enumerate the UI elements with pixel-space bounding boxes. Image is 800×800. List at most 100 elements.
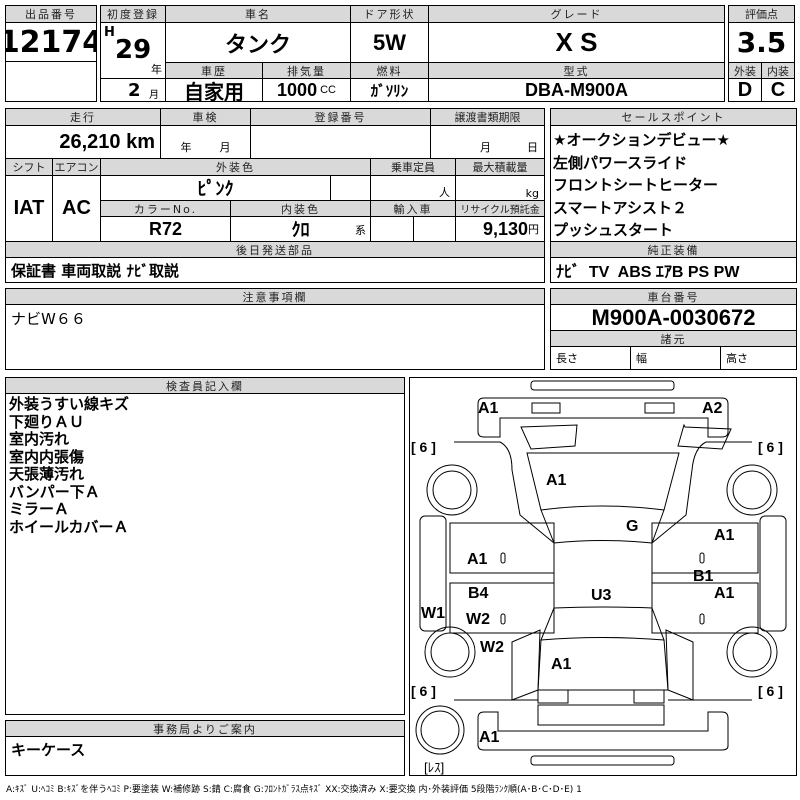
damage-diagram [409,377,797,776]
sales-point: プッシュスタート [553,221,674,239]
door-handles [500,552,705,625]
left-front-door [449,522,555,574]
grade: X S [428,22,725,63]
windshield [540,509,665,544]
door-type: 5W [350,22,429,63]
score: 3.5 [728,22,795,63]
fuel-label: 燃料 [350,62,429,79]
shift: IAT [5,175,53,242]
front-grille-left [531,402,561,414]
reg-no-label: 登録番号 [250,108,431,126]
damage-mark: A1 [714,585,735,602]
max-load-label: 最大積載量 [455,158,545,176]
sales-point: スマートアシスト２ [553,198,687,217]
int-color-unit: 系 [355,225,366,237]
rear-bar [530,755,675,766]
spec-height: 高さ [720,346,797,370]
era: H [104,25,115,40]
damage-mark: W2 [466,611,490,628]
damage-mark: W1 [421,605,445,622]
ext-color-label: 外装色 [100,158,371,176]
tailgate [537,639,669,691]
fuel: ｶﾞｿﾘﾝ [350,78,429,102]
ext-score-label: 外装 [728,62,762,79]
rear-window [540,607,665,641]
equipment: ﾅﾋﾞ TV ABS ｴｱB PS PW [550,257,797,283]
recycle-unit: 円 [528,224,539,236]
damage-mark: U3 [591,587,612,604]
history: 自家用 [165,78,263,102]
left-sill [419,515,447,632]
inspector-item: バンパー下Ａ [9,482,100,501]
left-rear-door [449,582,555,634]
score-label: 評価点 [728,5,795,23]
inspector-item: 室内汚れ [9,430,70,448]
damage-mark: A1 [551,656,572,673]
wheels [415,464,778,755]
int-score: C [761,78,795,102]
inspector-item: 下廻りＡＵ [9,412,85,431]
inspector-notes: 外装うすい線キズ 下廻りＡＵ 室内汚れ 室内内張傷 天張薄汚れ バンパー下Ａ ミ… [5,393,405,715]
year-unit: 年 [151,63,162,76]
later-parts: 保証書 車両取説 ﾅﾋﾞ取説 [5,257,545,283]
damage-mark: A1 [479,729,500,746]
displacement-value: 1000 [277,79,318,100]
rear-bumper [477,711,729,751]
tire-tread-rr: [ 6 ] [758,683,783,699]
sales-point: ★オークションデビュー★ [553,131,730,149]
front-grille-right [644,402,675,414]
inspection-month-unit: 月 [219,141,231,154]
transfer-label: 譲渡書類期限 [430,108,545,126]
sales-point: 左側パワースライド [553,153,688,172]
mileage: 26,210 km [5,125,161,159]
door-label: ドア形状 [350,5,429,23]
displacement-unit: CC [320,84,336,96]
year: 29 [115,35,152,65]
right-rear-door [651,582,759,634]
headlights [520,423,732,450]
transfer-deadline: 月日 [430,125,545,159]
front-bar [530,380,675,391]
roof [553,543,653,609]
sales-points-label: セールスポイント [550,108,797,126]
damage-mark: B4 [468,585,489,602]
front-fenders [454,441,752,544]
import-cell-1 [370,216,414,242]
right-front-door [651,522,759,574]
damage-mark: B1 [693,568,714,585]
rear-panel [537,704,665,726]
tire-tread-rl: [ 6 ] [411,683,436,699]
first-reg-month: 2 月 [100,78,166,102]
spare-tire: [ﾚｽ] [424,760,445,775]
right-sill [759,515,787,632]
damage-mark: A1 [478,400,499,417]
lot-blank [5,61,97,102]
inspector-item: ミラーＡ [9,500,70,518]
office-note: キーケース [5,736,405,776]
damage-mark: W2 [480,639,504,656]
int-color-value: ｸﾛ [291,220,310,240]
aircon: AC [52,175,101,242]
tire-tread-fr: [ 6 ] [758,439,783,455]
damage-mark: A1 [467,551,488,568]
tail-lamp-right [633,689,665,704]
month: 2 [128,80,141,101]
front-bumper [477,397,729,438]
inspector-item: 室内内張傷 [9,447,85,466]
spec-width: 幅 [630,346,721,370]
tire-tread-fl: [ 6 ] [411,439,436,455]
color-no: R72 [100,216,231,242]
inspector-item: 天張薄汚れ [9,465,85,483]
inspector-item: 外装うすい線キズ [9,395,130,413]
car-name: タンク [165,22,351,63]
sales-point: フロントシートヒーター [553,176,719,194]
int-color: ｸﾛ 系 [230,216,371,242]
capacity-label: 乗車定員 [370,158,456,176]
damage-mark: A2 [702,400,723,417]
damage-mark: A1 [714,527,735,544]
chassis-number: M900A-0030672 [550,304,797,331]
aircon-label: エアコン [52,158,101,176]
